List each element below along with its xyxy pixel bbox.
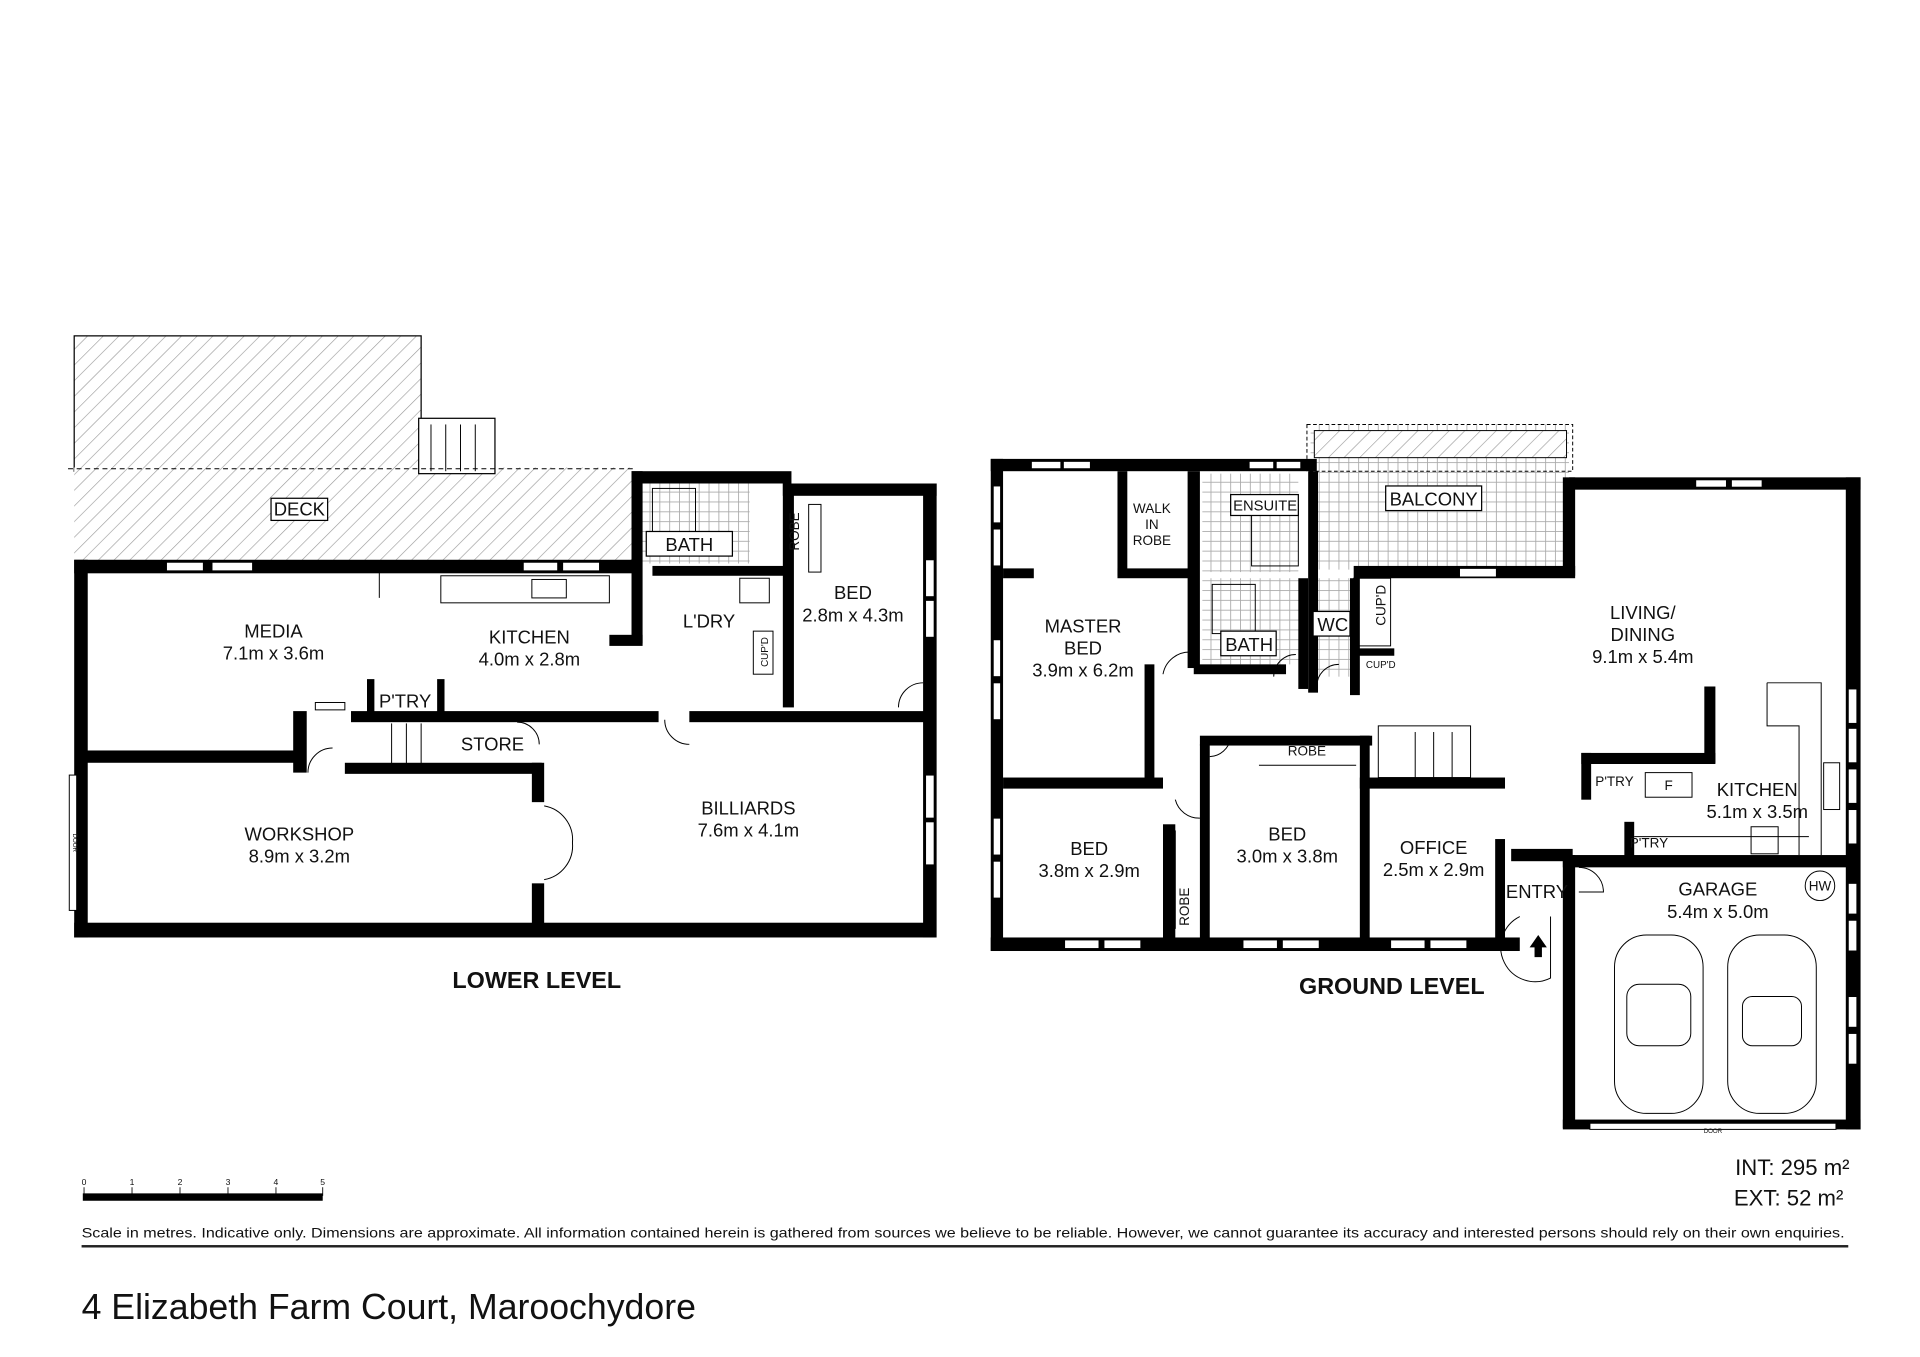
room-workshop-name: WORKSHOP [245,823,355,844]
room-kitchen-dims: 4.0m x 2.8m [479,649,580,670]
room-billiards-name: BILLIARDS [701,797,795,818]
ground-pantry-label-1: P'TRY [1595,774,1633,789]
ground-robe-label-1: ROBE [1288,743,1326,758]
scale-tick: 5 [320,1177,325,1187]
car-icon [1614,934,1704,1114]
room-office-name: OFFICE [1400,837,1468,858]
deck-label-box [270,497,329,522]
property-address: 4 Elizabeth Farm Court, Maroochydore [82,1287,696,1327]
disclaimer: Scale in metres. Indicative only. Dimens… [82,1225,1845,1241]
deck-label: DECK [274,498,326,519]
room-living-name: LIVING/ [1610,602,1676,623]
room-bed-3-dims: 3.0m x 3.8m [1237,845,1338,866]
walk-in-robe-label-2: IN [1145,517,1159,532]
room-office-dims: 2.5m x 2.9m [1383,859,1484,880]
balcony-label: BALCONY [1390,489,1478,510]
divider [81,1245,1849,1248]
room-kitchen-name: KITCHEN [489,626,570,647]
room-garage-dims: 5.4m x 5.0m [1667,901,1768,922]
car-icon [1727,934,1817,1114]
balcony-area: BALCONY [1306,423,1574,570]
lower-cupboard-label: CUP'D [760,637,771,667]
room-billiards-dims: 7.6m x 4.1m [698,820,799,841]
walk-in-robe-label-3: ROBE [1133,533,1171,548]
room-bed-2-dims: 3.8m x 2.9m [1038,860,1139,881]
room-media-name: MEDIA [244,620,303,641]
room-workshop-dims: 8.9m x 3.2m [249,845,350,866]
ground-robe-label-2: ROBE [1177,888,1192,926]
ground-cupboard-label-2: CUP'D [1366,660,1396,671]
ground-pantry-label-2: P'TRY [1630,836,1668,851]
lower-robe-label: ROBE [787,512,802,550]
walk-in-robe-label-1: WALK [1133,501,1171,516]
ground-level-plan: BALCONY [990,423,1861,1135]
room-living-dims: 9.1m x 5.4m [1592,646,1693,667]
lower-level-plan: DECK [68,335,937,993]
store-label: STORE [461,733,524,754]
entry-arrow-icon [1529,935,1547,958]
room-bed-name: BED [834,582,872,603]
lower-bath-label: BATH [665,534,713,555]
wc-label: WC [1317,614,1348,635]
internal-area: INT: 295 m² [1735,1155,1849,1180]
room-master-bed-name: MASTER [1045,615,1122,636]
room-bed-2-name: BED [1070,838,1108,859]
hot-water-label: HW [1809,879,1832,894]
ground-level-title: GROUND LEVEL [1299,973,1485,999]
scale-tick: 2 [178,1177,183,1187]
scale-tick: 0 [82,1177,87,1187]
room-living-name2: DINING [1611,624,1676,645]
room-media-dims: 7.1m x 3.6m [223,642,324,663]
room-kitchen-name: KITCHEN [1717,779,1798,800]
room-master-bed-name2: BED [1064,638,1102,659]
garage-door-label: DOOR [1704,1128,1723,1135]
scale-bar: 0 1 2 3 4 5 [82,1177,325,1201]
ground-cupboard-label-1: CUP'D [1374,585,1389,626]
scale-tick: 4 [274,1177,279,1187]
lower-level-title: LOWER LEVEL [452,967,621,993]
fridge-label: F [1665,778,1673,793]
ensuite-label: ENSUITE [1233,499,1297,515]
entry-label: ENTRY [1506,881,1568,902]
ground-bath-label: BATH [1225,634,1273,655]
scale-tick: 1 [130,1177,135,1187]
room-bed-3-name: BED [1268,823,1306,844]
room-master-bed-dims: 3.9m x 6.2m [1032,660,1133,681]
room-bed-dims: 2.8m x 4.3m [802,604,903,625]
laundry-label: L'DRY [683,610,735,631]
room-garage-name: GARAGE [1678,879,1757,900]
deck-area: DECK [68,335,634,562]
external-area: EXT: 52 m² [1734,1186,1843,1211]
room-kitchen-dims: 5.1m x 3.5m [1706,801,1807,822]
scale-tick: 3 [226,1177,231,1187]
lower-pantry-label: P'TRY [379,690,431,711]
workshop-door-label: DOOR [71,834,78,853]
